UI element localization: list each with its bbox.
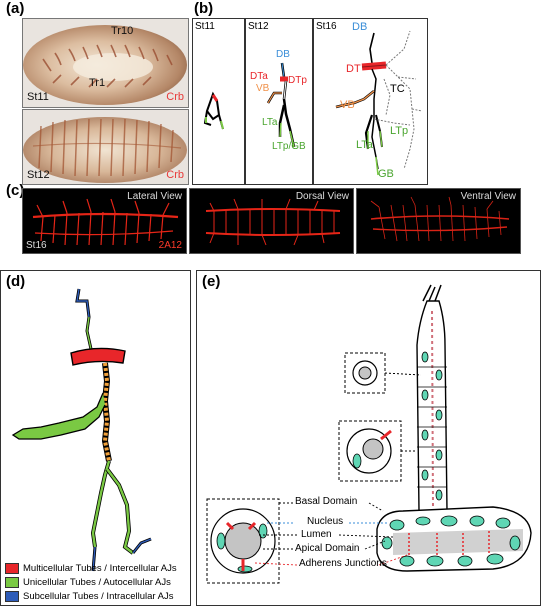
legend-unicellular-text: Unicellular Tubes / Autocellular AJs [23, 577, 171, 588]
st16-trachea-drawing [335, 30, 423, 176]
st12-trachea-drawing [266, 62, 296, 148]
st16-label-gb: GB [378, 168, 394, 180]
confocal-lateral-title: Lateral View [127, 191, 182, 202]
dorsal-trunk-tube [416, 284, 448, 512]
legend-swatch-red [5, 563, 19, 574]
panel-d-box: (d) Multicellular Tubes / Intercellular … [0, 270, 191, 606]
callout-lumen: Lumen [301, 529, 332, 540]
embryo-st12-stage: St12 [27, 169, 50, 181]
embryo-st11-marker-bottom: Tr1 [89, 77, 106, 89]
panel-b-st16-stage: St16 [316, 21, 337, 32]
st16-label-dt: DT [346, 63, 361, 75]
panel-b-label: (b) [194, 0, 214, 17]
confocal-dorsal: Dorsal View [189, 188, 354, 254]
st16-label-ltp: LTp [390, 125, 409, 137]
legend-unicellular: Unicellular Tubes / Autocellular AJs [5, 577, 171, 588]
confocal-dorsal-drawing [205, 198, 341, 246]
panel-d-trachea-drawing [11, 288, 152, 572]
legend-swatch-blue [5, 591, 19, 602]
panel-e-cell-diagram [206, 284, 532, 584]
embryo-st11-stage: St11 [27, 91, 49, 103]
legend-multicellular-text: Multicellular Tubes / Intercellular AJs [23, 563, 177, 574]
embryo-st11-stain: Crb [166, 91, 184, 103]
panel-b-st12-stage: St12 [248, 21, 269, 32]
embryo-photo-st12: St12 Crb [22, 109, 189, 185]
panel-b-st16-box: St16 DB DT TC VB LTp LTa GB [313, 18, 428, 185]
st12-label-dtp: DTp [288, 75, 307, 86]
confocal-ventral-title: Ventral View [460, 191, 516, 202]
confocal-dorsal-title: Dorsal View [295, 191, 349, 202]
st16-label-tc: TC [390, 83, 405, 95]
callout-nucleus: Nucleus [307, 516, 344, 527]
callout-basal-domain: Basal Domain [295, 496, 358, 507]
transverse-tube [376, 506, 532, 572]
st12-label-vb: VB [256, 83, 270, 94]
legend-subcellular: Subcellular Tubes / Intracellular AJs [5, 591, 174, 602]
panel-b-st12-box: St12 DB DTa DTp VB LTa LTp/GB [245, 18, 313, 185]
callout-adherens-junctions: Adherens Junctions [299, 558, 387, 569]
cross-section-subcellular [352, 360, 378, 386]
confocal-lateral-drawing [32, 198, 179, 246]
callout-apical-domain: Apical Domain [295, 543, 360, 554]
panel-c-label: (c) [6, 182, 25, 199]
panel-e-label: (e) [202, 273, 221, 290]
embryo-photo-st11: Tr10 Tr1 St11 Crb [22, 18, 189, 108]
st12-label-ltpgb: LTp/GB [272, 141, 306, 152]
st12-label-lta: LTa [262, 117, 278, 128]
confocal-ventral: Ventral View [356, 188, 521, 254]
legend-subcellular-text: Subcellular Tubes / Intracellular AJs [23, 591, 174, 602]
embryo-st12-drawing [23, 110, 188, 184]
panel-d-label: (d) [6, 273, 26, 290]
confocal-stain: 2A12 [158, 240, 182, 251]
panel-b-st11-box: St11 [192, 18, 245, 185]
embryo-st11-marker-top: Tr10 [111, 25, 134, 37]
embryo-st11-drawing [23, 19, 188, 107]
st12-label-dta: DTa [250, 71, 268, 82]
legend-multicellular: Multicellular Tubes / Intercellular AJs [5, 563, 177, 574]
legend-swatch-green [5, 577, 19, 588]
panel-a-label: (a) [6, 0, 25, 17]
panel-e-box: (e) [196, 270, 541, 606]
st16-label-vb: VB [340, 99, 355, 111]
st12-label-db: DB [276, 49, 290, 60]
st16-label-db: DB [352, 21, 368, 33]
cross-section-unicellular [346, 428, 392, 474]
confocal-lateral: Lateral View St16 2A12 [22, 188, 187, 254]
cross-section-multicellular [210, 508, 276, 574]
embryo-st12-stain: Crb [166, 169, 184, 181]
confocal-ventral-drawing [370, 196, 510, 242]
panel-b-st11-stage: St11 [195, 21, 215, 32]
st11-trachea-drawing [203, 91, 224, 130]
confocal-stage: St16 [26, 240, 47, 251]
st16-label-lta: LTa [356, 139, 373, 151]
